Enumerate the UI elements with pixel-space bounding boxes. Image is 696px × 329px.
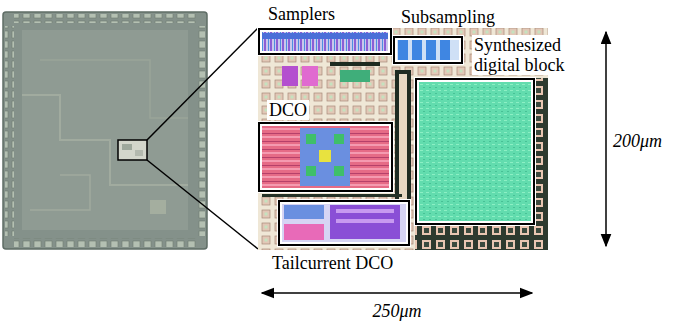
block-label: Tailcurrent DCO [270, 253, 395, 273]
dimension-label: 200μm [611, 131, 664, 151]
block-label: DCO [267, 100, 309, 120]
block-outline: Tailcurrent DCO [278, 200, 410, 246]
block-label: Samplers [266, 4, 337, 24]
block-outline: Synthesized digital block [415, 78, 535, 225]
block-label: Subsampling [399, 7, 497, 27]
block-outline: Subsampling [393, 36, 463, 64]
dimension-label: 250μm [370, 301, 423, 321]
block-label: Synthesized digital block [472, 35, 601, 75]
block-outline: DCO [258, 122, 393, 192]
block-outline: Samplers [258, 28, 392, 55]
